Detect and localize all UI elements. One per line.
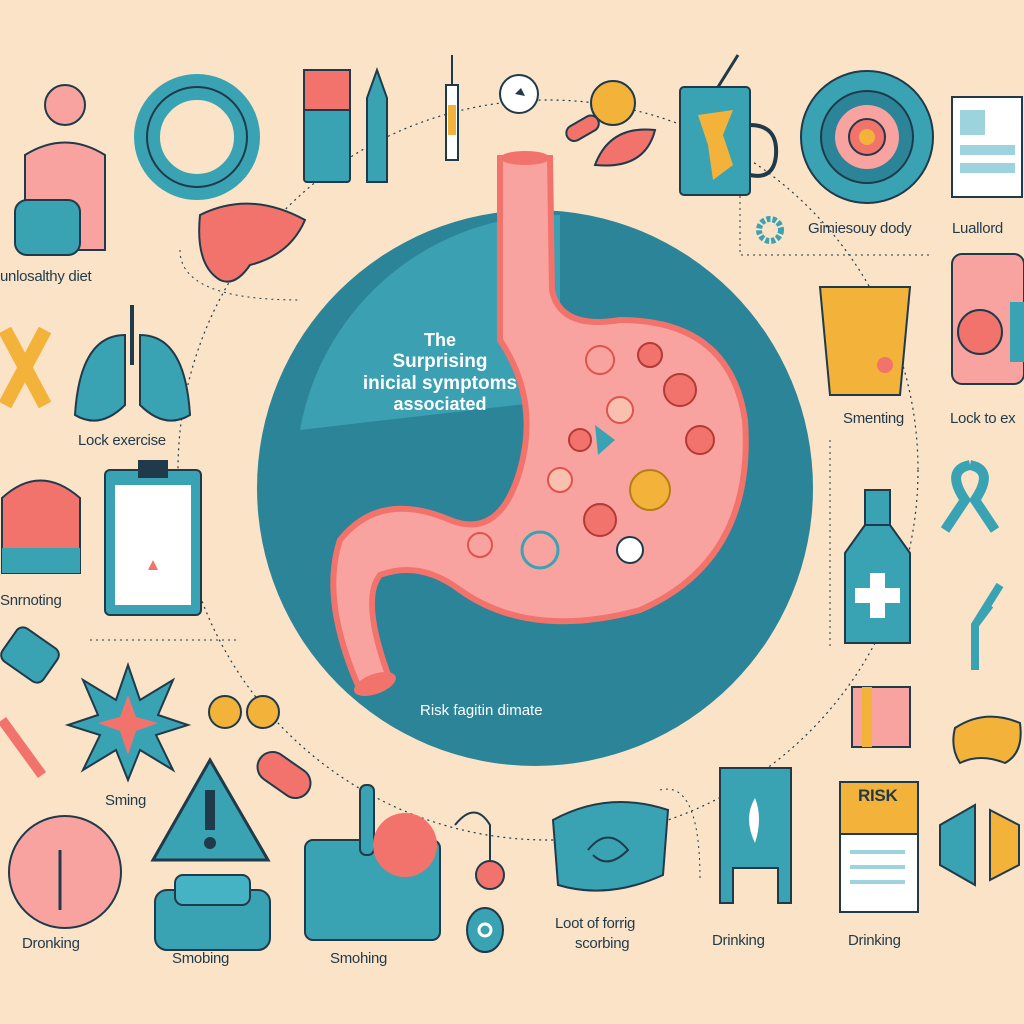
label-unhealthy-diet: unlosalthy diet: [0, 268, 92, 285]
label-gimiesouy: Gimiesouy dody: [808, 220, 912, 237]
pen-icon: [366, 67, 388, 183]
label-sming: Sming: [105, 792, 147, 809]
syringe-icon: [445, 55, 459, 161]
ring-icon: [134, 74, 260, 200]
label-smenting: Smenting: [843, 410, 904, 427]
title-line-1: The: [423, 330, 456, 350]
pencil-icon: [0, 717, 47, 778]
locker-icon: [719, 767, 792, 904]
label-loot-line-1: Loot of forrig: [555, 915, 636, 932]
clock-icon: [499, 74, 539, 114]
arrows-cycle-icon: [939, 803, 1020, 887]
warning-triangle-icon: [150, 756, 271, 862]
lungs-icon: [73, 305, 192, 422]
beverage-glass-icon: [818, 286, 912, 396]
document-icon: [951, 96, 1023, 198]
label-dronking: Dronking: [22, 935, 80, 952]
label-drinking-2: Drinking: [848, 932, 901, 949]
ribbon-x-icon: [0, 326, 52, 409]
starburst-icon: [64, 661, 192, 783]
organ-block-icon: [304, 784, 441, 941]
label-loot-line-2: scorbing: [575, 935, 630, 952]
mat-icon: [154, 874, 271, 951]
label-lock-to-ex: Lock to ex: [950, 410, 1016, 427]
donut-icon: [8, 815, 122, 929]
awareness-ribbon-icon: [940, 460, 1000, 533]
pendant-icon: [454, 811, 505, 890]
label-snrnoting: Snrnoting: [0, 592, 62, 609]
bandage-icon: [0, 626, 60, 684]
pill-shape-icon: [593, 128, 657, 167]
bottle-icon: [844, 489, 911, 644]
buttons-icon: [208, 695, 280, 729]
clipboard-icon: [104, 460, 202, 616]
warning-card-icon: [1, 479, 81, 574]
liver-icon: [198, 202, 307, 283]
hand-icon: [971, 582, 1004, 670]
subtitle: Risk fagitin dimate: [420, 702, 543, 719]
title-line-3: inicial symptoms: [362, 372, 518, 394]
target-icon: [800, 70, 934, 204]
label-lack-exercise: Lock exercise: [78, 432, 166, 449]
person-icon: [14, 84, 106, 256]
tumor-cluster: [467, 342, 715, 570]
label-smobing: Smobing: [172, 950, 230, 967]
stomach-closeup-icon: [951, 253, 1024, 385]
title-line-2: Surprising: [392, 350, 488, 372]
gear-icon: [756, 216, 784, 244]
capsule-icon: [256, 750, 312, 800]
striped-panel-icon: [851, 686, 911, 748]
label-drinking-1: Drinking: [712, 932, 765, 949]
label-smohing: Smohing: [330, 950, 388, 967]
main-title: The Surprising inicial symptoms associat…: [320, 330, 560, 415]
label-luallord: Luallord: [952, 220, 1003, 237]
battery-icon: [303, 69, 351, 183]
risk-card-icon: [839, 781, 919, 913]
mug-icon: [679, 54, 779, 196]
info-badge-icon: [466, 907, 504, 953]
sponge-icon: [952, 715, 1022, 765]
label-risk-card: RISK: [858, 786, 898, 805]
magnifier-icon: [565, 80, 636, 142]
title-line-4: associated: [393, 394, 487, 415]
intestine-icon: [551, 801, 670, 892]
